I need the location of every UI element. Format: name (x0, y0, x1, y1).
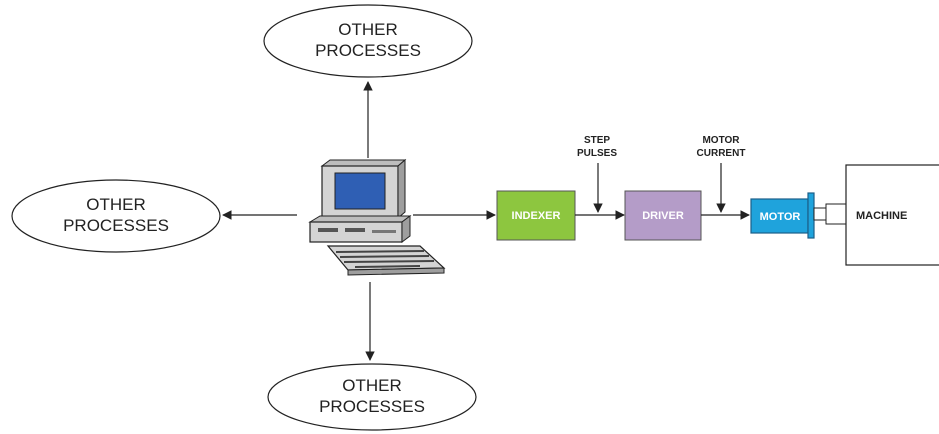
process-left-line2: PROCESSES (63, 216, 169, 235)
motor-current-signal: MOTOR CURRENT (697, 135, 746, 213)
motor-shaft (813, 203, 847, 225)
machine-label: MACHINE (856, 210, 907, 222)
motor-current-line1: MOTOR (702, 135, 740, 146)
step-pulses-signal: STEP PULSES (577, 135, 617, 213)
desktop-computer-icon (308, 158, 446, 276)
driver-box: DRIVER (624, 190, 702, 241)
process-bottom-line2: PROCESSES (319, 397, 425, 416)
motor-box: MOTOR (750, 192, 815, 239)
step-pulses-line1: STEP (584, 135, 610, 146)
process-top-line2: PROCESSES (315, 41, 421, 60)
process-bottom: OTHER PROCESSES (267, 363, 477, 431)
process-bottom-line1: OTHER (342, 376, 402, 395)
indexer-label: INDEXER (512, 210, 561, 222)
process-top-line1: OTHER (338, 20, 398, 39)
driver-label: DRIVER (642, 210, 684, 222)
motor-current-line2: CURRENT (697, 148, 746, 159)
process-left: OTHER PROCESSES (11, 179, 221, 253)
machine-box: MACHINE (845, 164, 939, 266)
step-pulses-line2: PULSES (577, 148, 617, 159)
process-left-line1: OTHER (86, 195, 146, 214)
process-top: OTHER PROCESSES (263, 4, 473, 78)
indexer-box: INDEXER (496, 190, 576, 241)
motor-label: MOTOR (760, 211, 801, 223)
